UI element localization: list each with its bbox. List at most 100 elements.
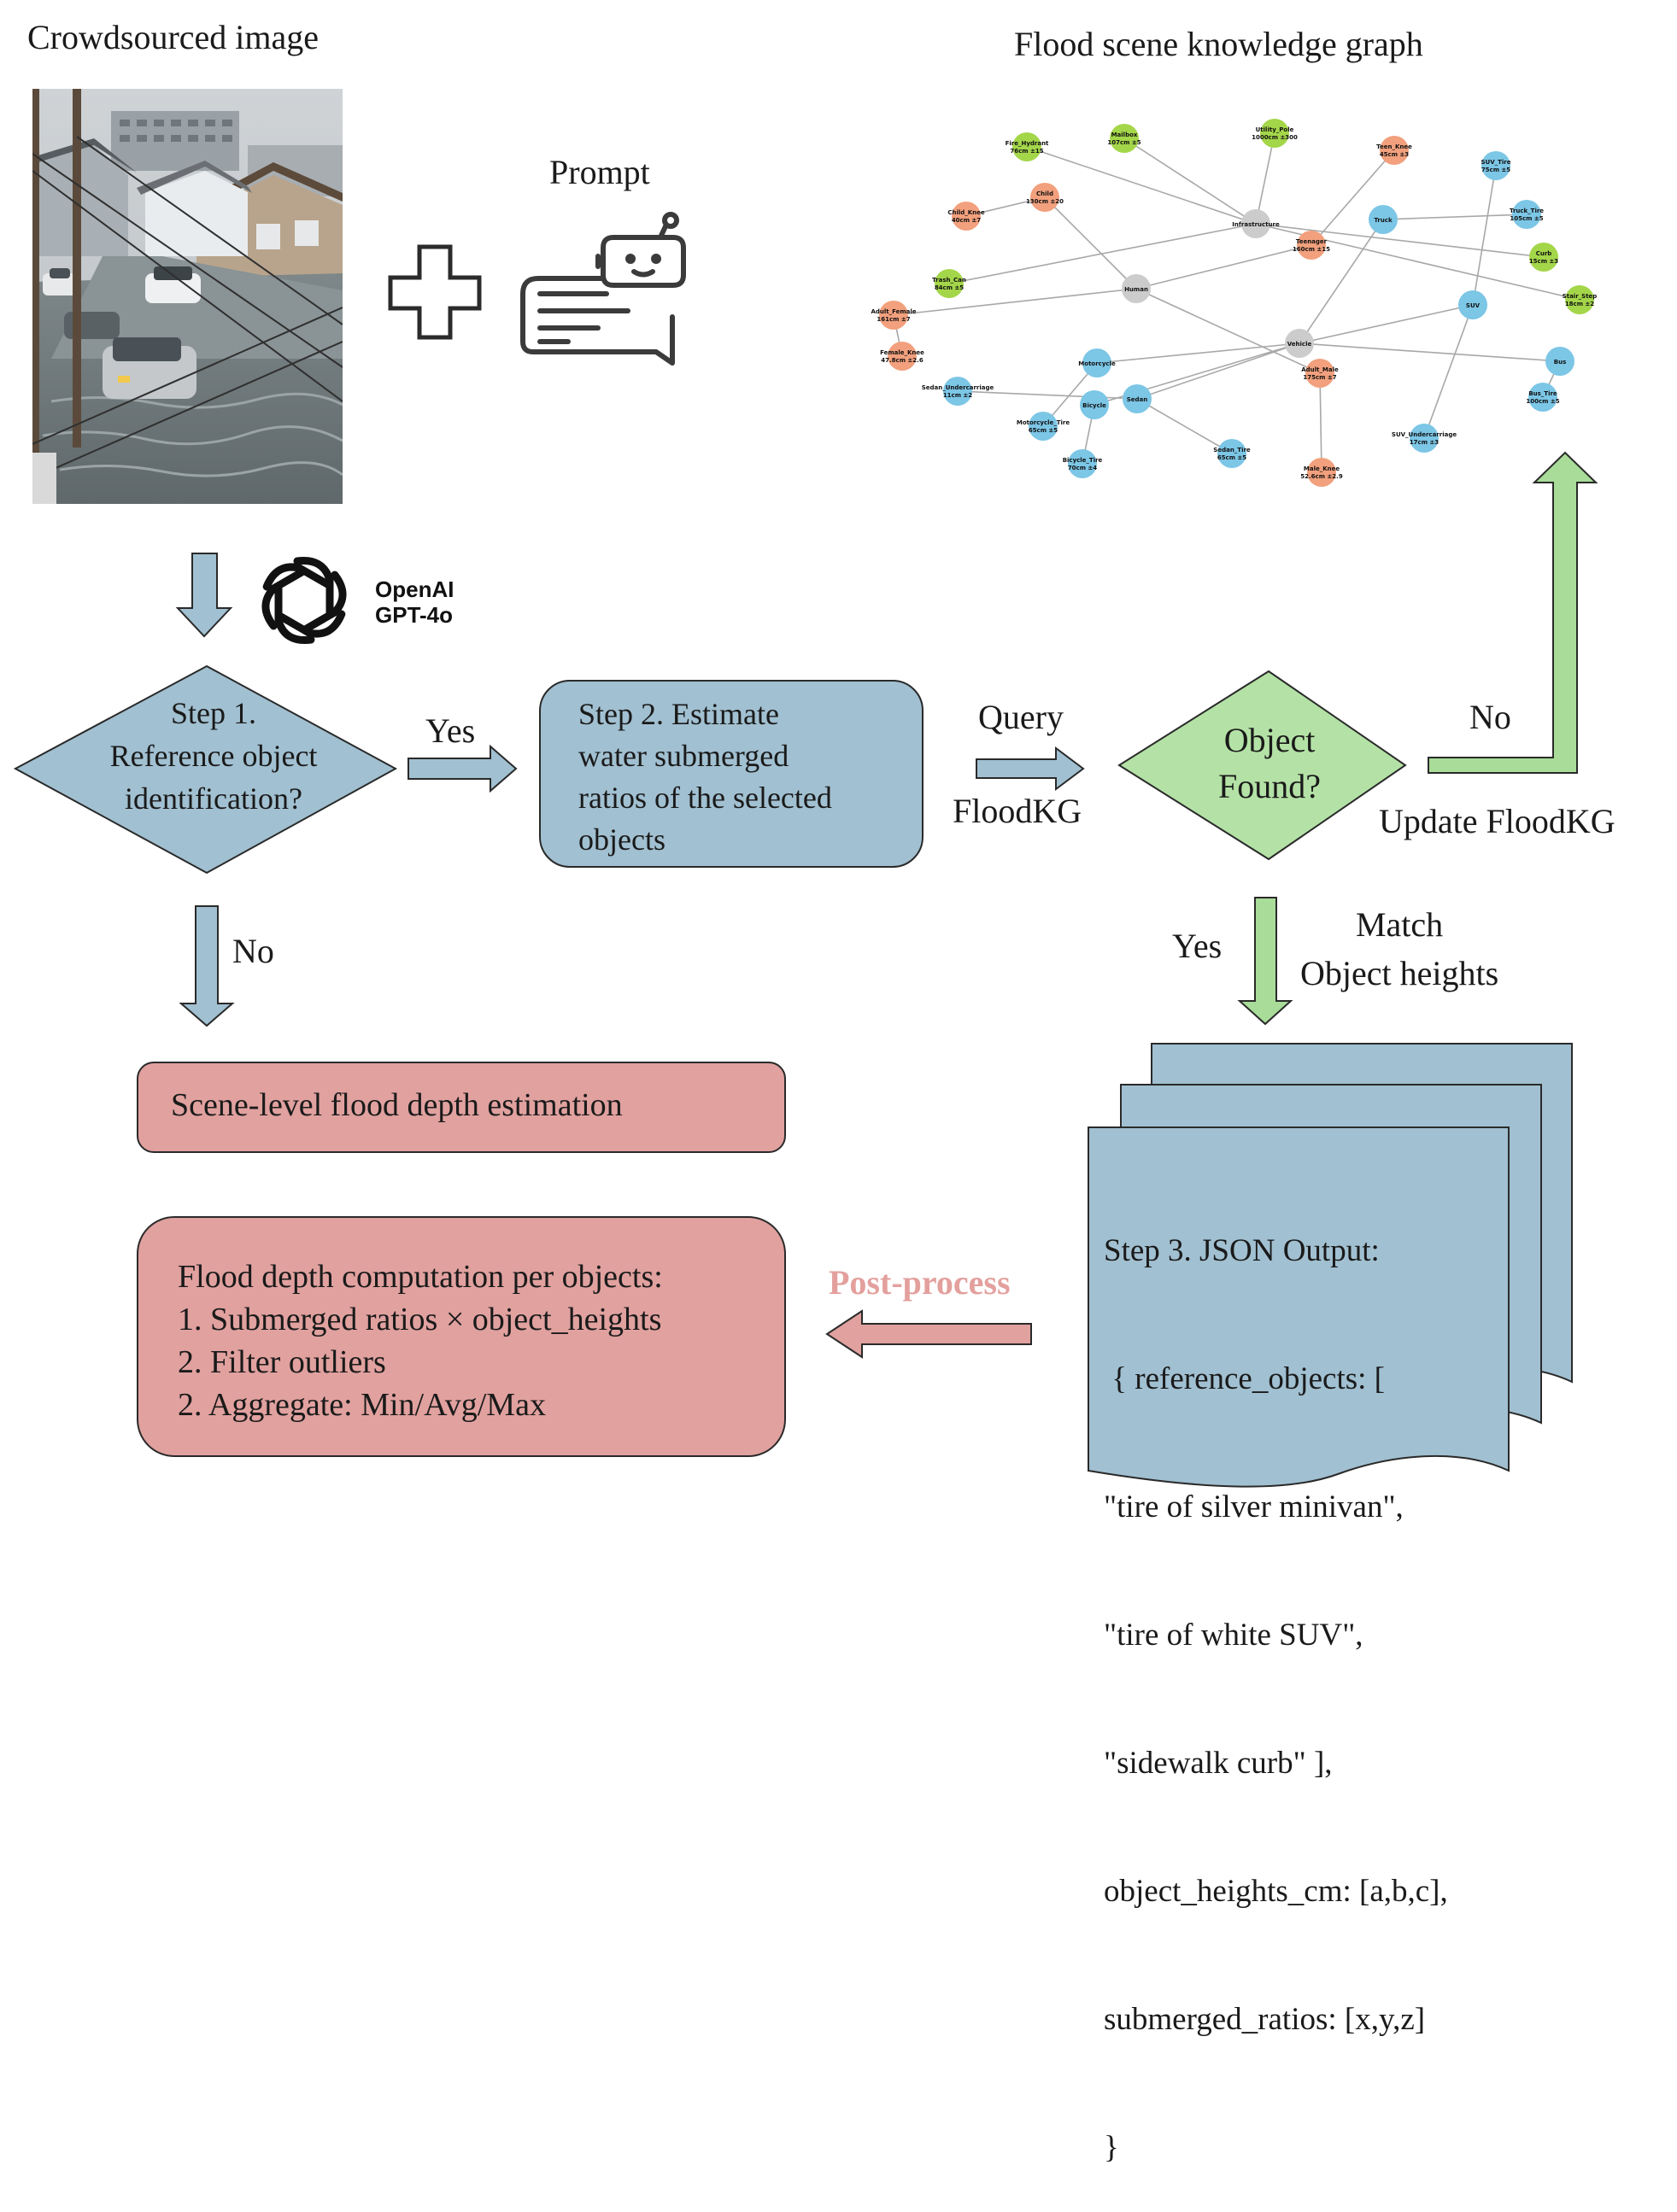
graph-node-label: Female_Knee	[880, 349, 924, 356]
openai-gpt4o-label: OpenAI GPT-4o	[375, 576, 454, 628]
yes-label-decision: Yes	[1172, 927, 1223, 965]
match-label: Match Object heights	[1300, 900, 1498, 998]
graph-node-label: Utility_Pole	[1256, 126, 1294, 133]
graph-node-measurement: 40cm ±7	[952, 217, 981, 224]
compute-line2: 1. Submerged ratios × object_heights	[178, 1302, 662, 1337]
graph-edge-infra-trash	[948, 223, 1257, 284]
crowdsourced-image-title: Crowdsourced image	[27, 18, 320, 56]
arrow-decision-to-json	[1237, 897, 1293, 1026]
graph-node-measurement: 130cm ±20	[1026, 198, 1064, 205]
arrow-step1-to-step2	[408, 744, 518, 793]
graph-edge-suv-suvunder	[1423, 304, 1474, 439]
step2-line2: water submerged	[578, 739, 789, 773]
graph-node-circle	[1260, 119, 1289, 148]
graph-node-measurement: 11cm ±2	[943, 392, 972, 399]
graph-node-measurement: 75cm ±5	[1481, 167, 1510, 173]
knowledge-graph-title: Flood scene knowledge graph	[1014, 25, 1423, 63]
json-line8: }	[1104, 2130, 1119, 2165]
graph-edge-suv-suvtire	[1472, 165, 1497, 306]
json-line2: { reference_objects: [	[1104, 1361, 1385, 1396]
knowledge-graph-nodes: InfrastructureHumanVehicleFire_Hydrant76…	[871, 119, 1597, 487]
graph-node-measurement: 100cm ±5	[1526, 398, 1559, 405]
step1-decision-diamond	[13, 664, 398, 875]
graph-node-circle	[1030, 183, 1059, 212]
graph-node-circle	[1029, 412, 1058, 441]
graph-node-label: Infrastructure	[1232, 221, 1280, 228]
graph-node-measurement: 52.6cm ±2.9	[1300, 473, 1343, 480]
graph-node-label: Sedan_Tire	[1213, 447, 1251, 454]
graph-node-measurement: 45cm ±3	[1380, 151, 1409, 158]
graph-edge-infra-curb	[1255, 223, 1545, 258]
match-line2: Object heights	[1300, 954, 1499, 992]
arrow-image-to-step1	[175, 553, 233, 638]
flood-depth-computation-box: Flood depth computation per objects: 1. …	[137, 1216, 786, 1457]
yes-label-step1: Yes	[425, 711, 476, 750]
json-output-document-stack	[1088, 1043, 1573, 1488]
step2-box: Step 2. Estimate water submerged ratios …	[539, 680, 924, 868]
decision-line2: Found?	[1218, 767, 1321, 805]
graph-edge-truck-trucktire	[1382, 214, 1527, 220]
update-floodkg-label: Update FloodKG	[1379, 802, 1615, 840]
step1-line3: identification?	[125, 781, 302, 816]
prompt-title: Prompt	[549, 153, 650, 191]
graph-node-suv: SUV	[1458, 290, 1487, 319]
graph-node-label: Mailbox	[1111, 132, 1138, 138]
graph-edge-infra-mailbox	[1123, 138, 1257, 225]
graph-node-label: Vehicle	[1287, 341, 1312, 348]
graph-edge-vehicle-motorcycle	[1096, 342, 1300, 364]
gpt4o-label: GPT-4o	[375, 602, 454, 628]
graph-edge-adultm-maleknee	[1319, 372, 1322, 473]
graph-edge-vehicle-truck	[1299, 219, 1384, 344]
graph-edge-sedan-sedanunder	[957, 390, 1138, 400]
graph-edge-human-teenager	[1135, 244, 1312, 290]
graph-node-circle	[1110, 124, 1139, 153]
json-line4: "tire of white SUV",	[1104, 1618, 1363, 1653]
graph-edge-human-child	[1044, 196, 1137, 290]
graph-node-label: Child_Knee	[947, 209, 985, 216]
step1-line2: Reference object	[109, 739, 318, 773]
graph-node-circle	[1080, 390, 1109, 419]
graph-node-circle	[1122, 274, 1151, 303]
step1-line1: Step 1.	[170, 696, 256, 730]
arrow-step1-to-scene	[179, 905, 235, 1027]
graph-node-circle	[1307, 458, 1336, 487]
graph-node-circle	[1481, 151, 1510, 180]
step2-line3: ratios of the selected	[578, 781, 832, 815]
graph-node-circle	[1529, 243, 1558, 272]
graph-node-bicycle: Bicycle	[1080, 390, 1109, 419]
graph-edge-teenager-teenknee	[1311, 149, 1395, 246]
step2-line4: objects	[578, 822, 666, 857]
graph-node-measurement: 70cm ±4	[1068, 465, 1097, 471]
graph-edge-human-adultf	[893, 288, 1137, 316]
flowchart-canvas: InfrastructureHumanVehicleFire_Hydrant76…	[13, 89, 1598, 1488]
graph-node-circle	[1458, 290, 1487, 319]
graph-node-circle	[1410, 424, 1439, 453]
graph-node-motorcycle: Motorcycle	[1078, 348, 1116, 377]
graph-node-label: Bus_Tire	[1528, 390, 1557, 397]
json-line5: "sidewalk curb" ],	[1104, 1746, 1333, 1781]
graph-node-measurement: 107cm ±5	[1107, 139, 1140, 146]
arrow-step2-to-decision	[976, 746, 1085, 791]
graph-node-circle	[952, 202, 981, 231]
openai-logo-icon	[261, 556, 347, 645]
graph-node-label: Sedan_Undercarriage	[922, 384, 994, 391]
arrow-update-floodkg	[1428, 451, 1598, 774]
decision-line1: Object	[1223, 721, 1316, 759]
graph-node-human: Human	[1122, 274, 1151, 303]
graph-node-label: Bicycle	[1082, 402, 1106, 409]
graph-edge-vehicle-suv	[1299, 304, 1474, 344]
graph-node-label: Bicycle_Tire	[1063, 457, 1103, 464]
graph-node-circle	[1068, 449, 1097, 478]
graph-node-vehicle: Vehicle	[1285, 329, 1314, 358]
no-label-step1: No	[232, 932, 274, 970]
